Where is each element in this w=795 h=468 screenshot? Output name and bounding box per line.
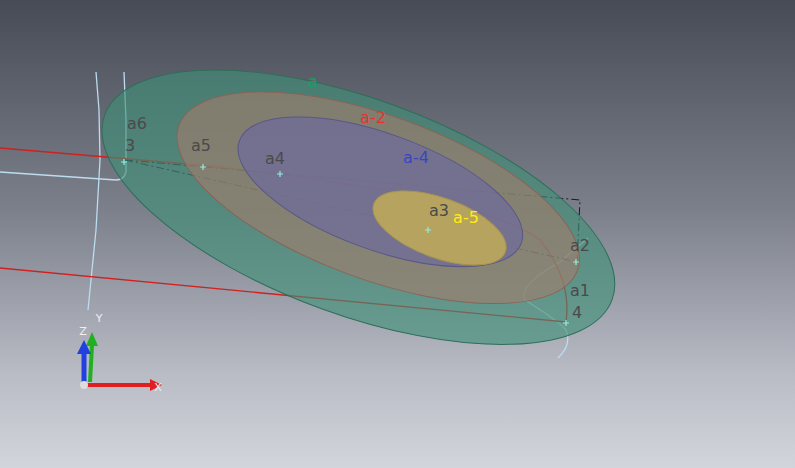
region-name: a-2 (360, 109, 386, 127)
ellipse-outline (369, 187, 510, 269)
region-ellipse: a-5 (369, 187, 510, 269)
region-name: a-5 (453, 209, 479, 227)
axis-label: Z (79, 326, 87, 338)
point-label: a3 (429, 202, 449, 220)
region-ellipse: a-4 a-5 (234, 113, 527, 271)
point-label: a6 (127, 115, 147, 133)
region-ellipse: a-2 a-4 a-5 (173, 88, 583, 308)
region-name: a (308, 73, 318, 91)
point-label: a4 (265, 150, 285, 168)
point-number: 3 (125, 137, 135, 155)
axis-label: X (154, 382, 162, 394)
region-ellipse: a a-2 a-4 a-5 (98, 66, 619, 348)
point-number: 4 (572, 304, 582, 322)
axis-label: Y (96, 313, 103, 325)
point-label: a2 (570, 237, 590, 255)
point-label: a1 (570, 282, 590, 300)
region-name: a-4 (403, 149, 429, 167)
point-label: a5 (191, 137, 211, 155)
